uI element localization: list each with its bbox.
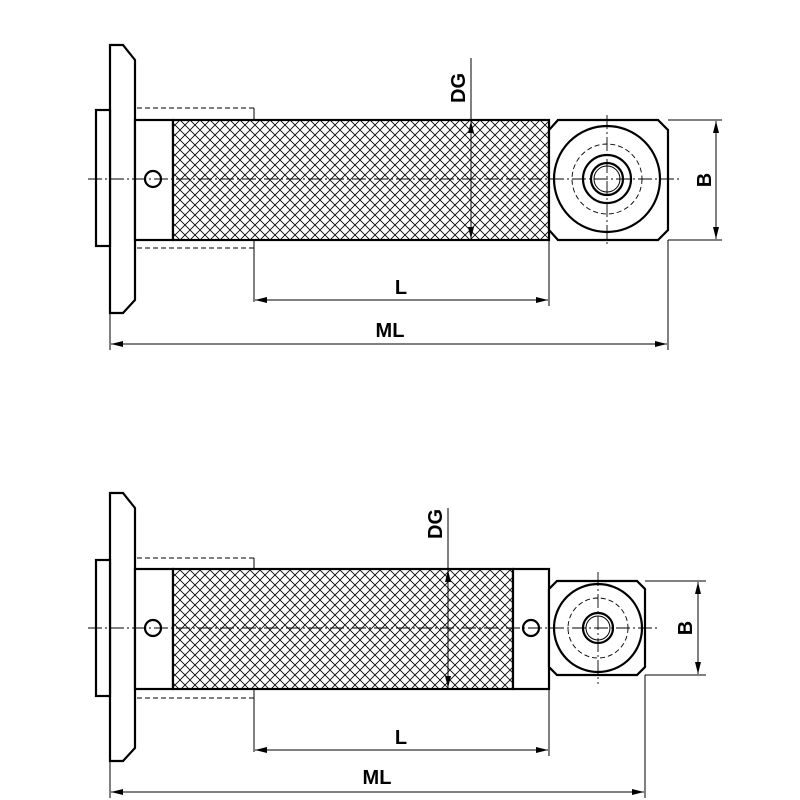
bottom-knurled-body xyxy=(171,567,515,691)
top-dg-label: DG xyxy=(448,73,470,103)
bottom-flange xyxy=(108,491,137,763)
bottom-ml-label: ML xyxy=(363,767,392,789)
bottom-l-label: L xyxy=(395,727,407,749)
top-ml-label: ML xyxy=(376,320,405,342)
bottom-b-label: B xyxy=(675,621,697,635)
bottom-stylus-view: DG B L ML xyxy=(88,491,706,798)
top-l-label: L xyxy=(395,277,407,299)
top-knurled-body xyxy=(171,118,551,242)
bottom-dg-label: DG xyxy=(425,509,447,539)
top-flange-boss xyxy=(94,108,112,248)
top-stylus-view: DG B L ML xyxy=(88,43,722,350)
top-b-label: B xyxy=(694,173,716,187)
